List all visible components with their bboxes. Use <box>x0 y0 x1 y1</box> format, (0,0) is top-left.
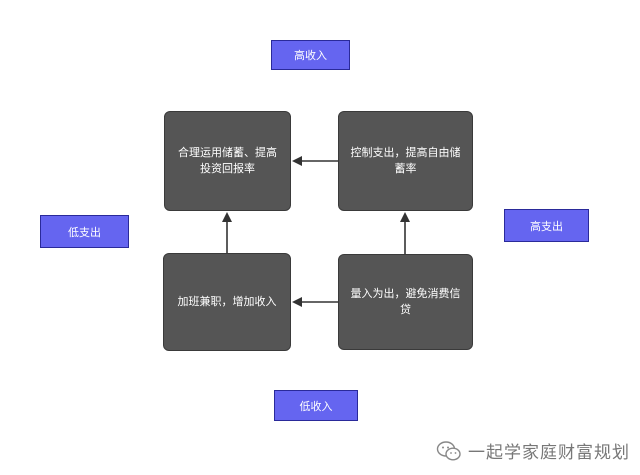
label-low-income: 低收入 <box>274 390 358 421</box>
watermark-text: 一起学家庭财富规划 <box>468 443 630 463</box>
quadrant-bottom-left: 加班兼职，增加收入 <box>163 253 291 351</box>
quadrant-bottom-right: 量入为出，避免消费信贷 <box>338 254 473 350</box>
quadrant-top-left-text: 合理运用储蓄、提高投资回报率 <box>178 146 277 175</box>
quadrant-top-right: 控制支出，提高自由储蓄率 <box>338 111 473 211</box>
label-high-income: 高收入 <box>271 40 350 70</box>
quadrant-top-right-text: 控制支出，提高自由储蓄率 <box>350 146 461 175</box>
quadrant-bottom-left-text: 加班兼职，增加收入 <box>177 295 277 308</box>
quadrant-bottom-right-text: 量入为出，避免消费信贷 <box>350 287 461 316</box>
quadrant-top-left: 合理运用储蓄、提高投资回报率 <box>164 111 291 211</box>
watermark: 一起学家庭财富规划 <box>436 438 630 463</box>
label-low-expense: 低支出 <box>40 215 129 248</box>
label-high-expense: 高支出 <box>504 209 589 242</box>
wechat-icon <box>436 440 461 461</box>
